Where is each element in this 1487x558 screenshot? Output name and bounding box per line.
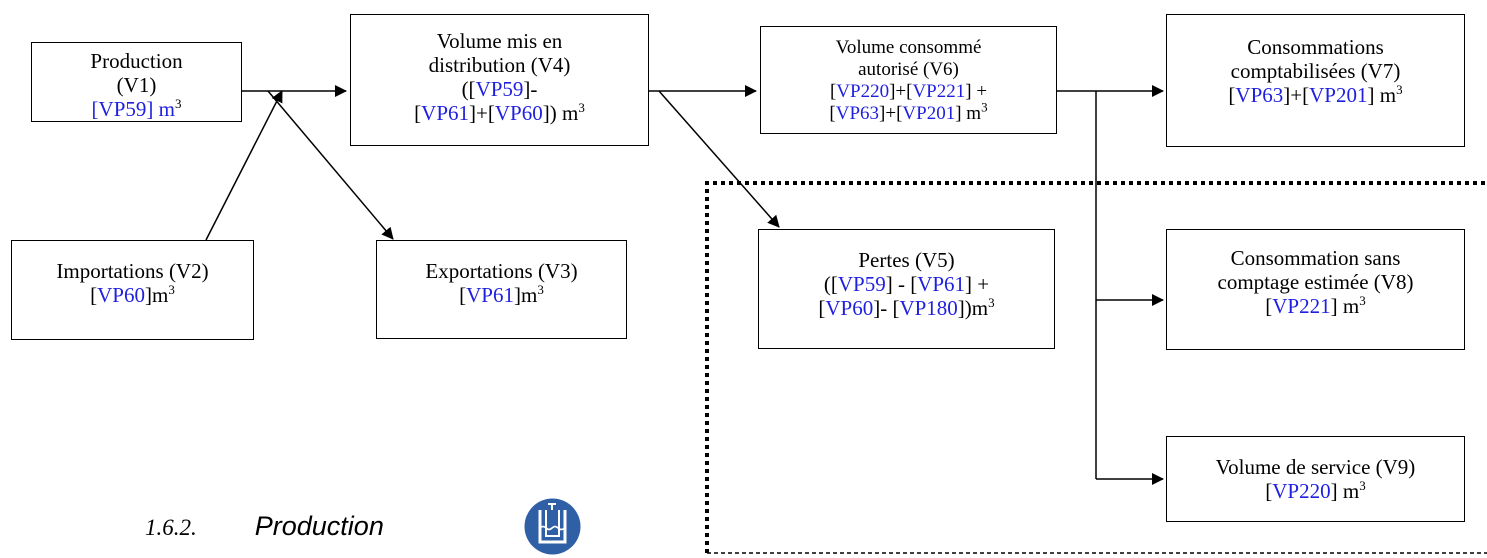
v7-line1: Consommations xyxy=(1247,35,1384,59)
v7-ref-vp63[interactable]: VP63 xyxy=(1235,83,1284,107)
v3-title: Exportations (V3) xyxy=(425,259,578,283)
v9-formula: [VP220] m3 xyxy=(1265,478,1366,503)
v2-formula: [VP60]m3 xyxy=(90,282,175,307)
v6-ref-vp220[interactable]: VP220 xyxy=(836,81,890,102)
v9-title: Volume de service (V9) xyxy=(1215,455,1416,479)
v1-code: (V1) xyxy=(116,73,157,97)
v4-ref-vp61[interactable]: VP61 xyxy=(421,101,470,125)
water-tank-icon xyxy=(524,498,581,555)
section-number: 1.6.2. xyxy=(145,515,197,540)
v4-ref-vp59[interactable]: VP59 xyxy=(475,77,524,101)
box-losses-v5: Pertes (V5) ([VP59] - [VP61] + [VP60]- [… xyxy=(758,229,1055,349)
v5-ref-vp59[interactable]: VP59 xyxy=(837,272,886,296)
box-unmetered-v8: Consommation sans comptage estimée (V8) … xyxy=(1166,229,1465,350)
box-authorized-v6: Volume consommé autorisé (V6) [VP220]+[V… xyxy=(760,26,1057,134)
v5-ref-vp60[interactable]: VP60 xyxy=(825,296,874,320)
v2-ref-vp60[interactable]: VP60 xyxy=(97,283,145,307)
v3-formula: [VP61]m3 xyxy=(459,282,544,307)
box-exports-v3: Exportations (V3) [VP61]m3 xyxy=(376,240,627,339)
v8-line1: Consommation sans xyxy=(1230,246,1401,270)
v6-ref-vp221[interactable]: VP221 xyxy=(912,81,966,102)
box-production-v1: Production (V1) [VP59] m3 xyxy=(31,42,242,122)
v5-title: Pertes (V5) xyxy=(858,248,955,272)
arrow-junction-v3 xyxy=(267,90,394,240)
v5-formula-line2: [VP60]- [VP180])m3 xyxy=(818,295,995,320)
v1-formula: [VP59] m3 xyxy=(91,96,182,121)
v7-line2: comptabilisées (V7) xyxy=(1230,59,1401,83)
arrow-v2-junction xyxy=(205,90,283,241)
box-imports-v2: Importations (V2) [VP60]m3 xyxy=(11,240,254,340)
box-metered-v7: Consommations comptabilisées (V7) [VP63]… xyxy=(1166,14,1465,147)
v6-formula-line2: [VP63]+[VP201] m3 xyxy=(829,99,988,124)
v8-line2: comptage estimée (V8) xyxy=(1217,270,1414,294)
v6-ref-vp201[interactable]: VP201 xyxy=(902,103,956,124)
v6-formula-line1: [VP220]+[VP221] + xyxy=(829,81,988,102)
v9-ref-vp220[interactable]: VP220 xyxy=(1272,479,1331,503)
v2-title: Importations (V2) xyxy=(56,259,209,283)
section-heading: 1.6.2. Production xyxy=(145,511,384,542)
v6-line1: Volume consommé xyxy=(835,37,982,58)
section-title: Production xyxy=(254,511,384,541)
box-distribution-v4: Volume mis en distribution (V4) ([VP59]-… xyxy=(350,14,649,146)
arrow-v4-v5 xyxy=(658,90,780,228)
v7-ref-vp201[interactable]: VP201 xyxy=(1309,83,1368,107)
v7-formula: [VP63]+[VP201] m3 xyxy=(1228,82,1403,107)
v8-ref-vp221[interactable]: VP221 xyxy=(1272,294,1331,318)
v4-formula-line2: [VP61]+[VP60]) m3 xyxy=(414,100,585,125)
box-service-v9: Volume de service (V9) [VP220] m3 xyxy=(1166,436,1465,522)
v5-formula-line1: ([VP59] - [VP61] + xyxy=(823,272,990,296)
v4-line2: distribution (V4) xyxy=(428,53,571,77)
v4-line1: Volume mis en xyxy=(436,29,563,53)
v4-formula-line1: ([VP59]- xyxy=(461,77,538,101)
loss-region-border xyxy=(705,181,1487,553)
v4-ref-vp60[interactable]: VP60 xyxy=(494,101,543,125)
v5-ref-vp180[interactable]: VP180 xyxy=(899,296,958,320)
v1-formula-text: [VP59] m xyxy=(91,97,175,121)
v5-ref-vp61[interactable]: VP61 xyxy=(917,272,966,296)
v6-line2: autorisé (V6) xyxy=(858,59,959,80)
v3-ref-vp61[interactable]: VP61 xyxy=(466,283,514,307)
v1-title: Production xyxy=(90,49,183,73)
v6-ref-vp63[interactable]: VP63 xyxy=(835,103,880,124)
v8-formula: [VP221] m3 xyxy=(1265,293,1366,318)
